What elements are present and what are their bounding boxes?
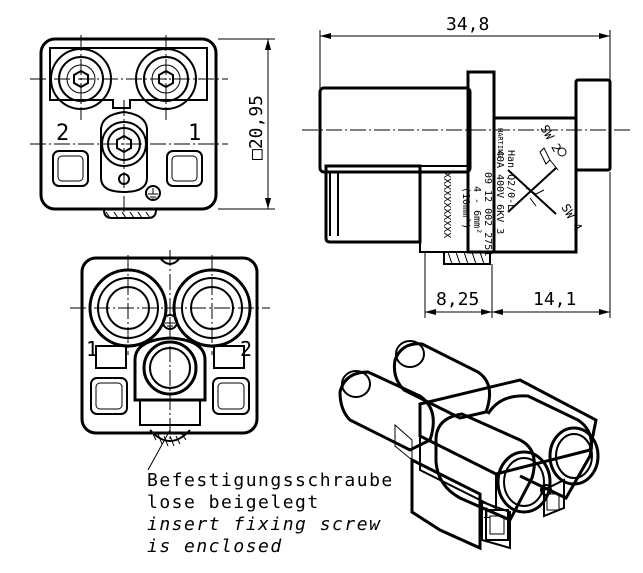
marking-line4: 4 - 6mm² — [471, 186, 482, 234]
marking-line3: 09 12 002 2751 — [482, 172, 493, 256]
caption-line-en-1: insert fixing screw — [147, 514, 382, 535]
caption-line-de-2: lose beigelegt — [147, 492, 320, 513]
offset-left-label: 8,25 — [436, 289, 479, 310]
contact-label-bottom-left: 1 — [86, 337, 98, 361]
height-dimension — [218, 38, 275, 210]
offset-dimensions — [424, 172, 611, 318]
rear-view — [70, 250, 270, 471]
side-view — [302, 70, 630, 265]
length-dimension-label: 34,8 — [446, 14, 489, 35]
marking-line2: 40A 400V 6KV 3 — [494, 150, 505, 234]
brand-label: HARTING — [496, 128, 504, 158]
contact-label-top-left: 2 — [56, 121, 69, 146]
offset-right-label: 14,1 — [533, 289, 576, 310]
length-dimension — [319, 30, 611, 90]
contact-label-bottom-right: 2 — [240, 337, 252, 361]
marking-line5: (10mm²) — [460, 187, 471, 229]
caption-line-de-1: Befestigungsschraube — [147, 470, 394, 491]
sw2-label: SW 2 — [537, 123, 564, 155]
fixing-screw-caption: Befestigungsschraube lose beigelegt inse… — [147, 470, 394, 558]
front-view — [30, 35, 228, 219]
contact-label-top-right: 1 — [188, 121, 201, 146]
caption-line-en-2: is enclosed — [147, 536, 283, 557]
marking-line6: XXXXXXXXXXX — [441, 172, 452, 238]
isometric-view — [338, 340, 600, 551]
marking-line1: Han Q2/0-L — [505, 150, 516, 210]
height-dimension-label: □20,95 — [246, 95, 267, 160]
sw4-label: SW 4 — [558, 202, 585, 234]
iso-contact-label: 1 — [482, 506, 490, 522]
